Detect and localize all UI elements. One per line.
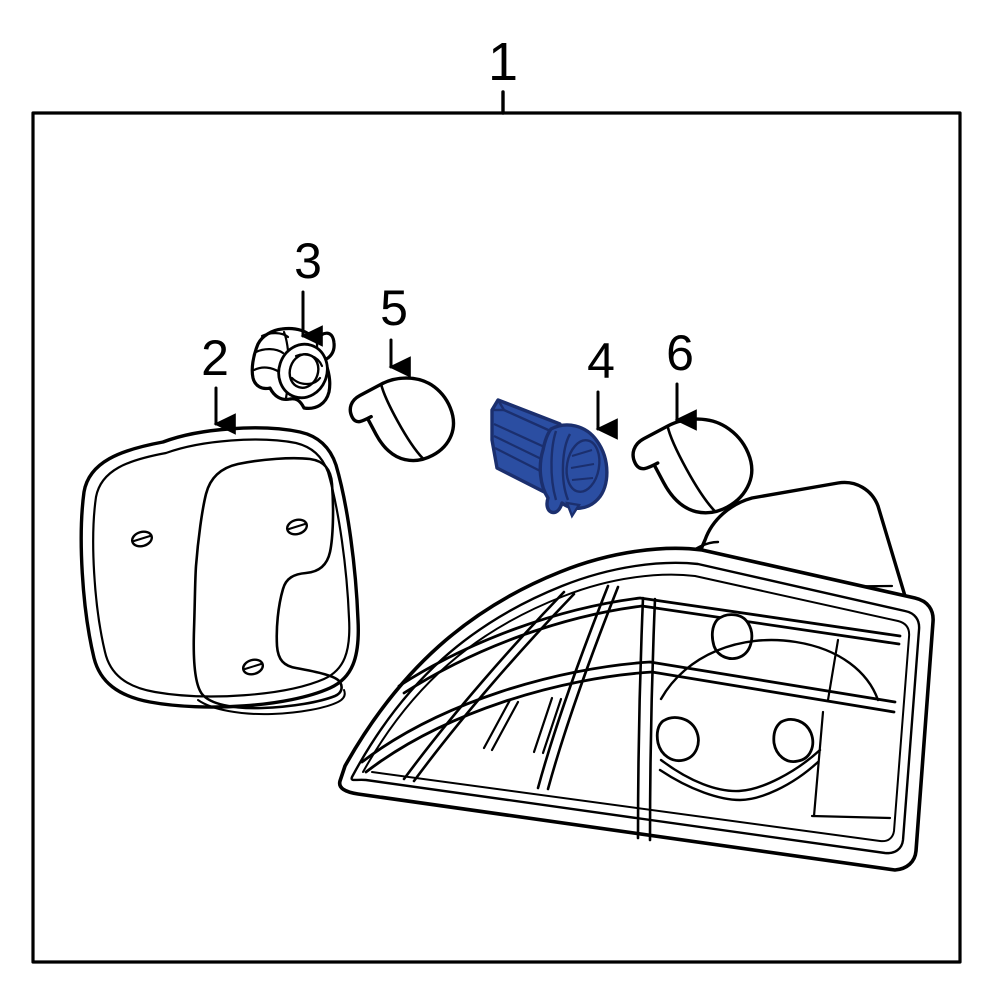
- callout-label-2: 2: [201, 330, 229, 386]
- part-bulb-socket-small: [250, 326, 336, 410]
- callout-label-3: 3: [294, 233, 322, 289]
- callout-label-6: 6: [666, 325, 694, 381]
- callout-label-1: 1: [488, 32, 518, 92]
- part-lamp-housing-gasket: [79, 426, 360, 716]
- gasket-fastener-hole-left: [130, 530, 154, 548]
- gasket-fastener-hole-bottom: [241, 658, 265, 676]
- part-tail-lamp-lens: [337, 480, 935, 872]
- part-bulb-small: [348, 376, 456, 463]
- part-bulb-large: [631, 417, 754, 515]
- callout-label-4: 4: [587, 333, 615, 389]
- socket-head: [538, 423, 609, 515]
- gasket-fastener-hole-right: [285, 518, 309, 536]
- part-bulb-socket-highlighted: [490, 398, 609, 519]
- callout-label-5: 5: [380, 280, 408, 336]
